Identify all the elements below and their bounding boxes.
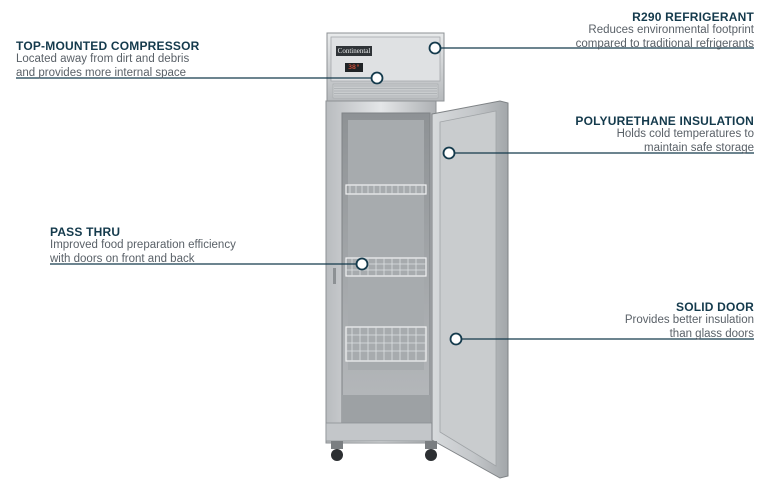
marker-door	[449, 332, 463, 346]
marker-passthru	[355, 257, 369, 271]
brand-nameplate: Continental	[337, 47, 371, 55]
callout-title: R290 REFRIGERANT	[632, 10, 754, 24]
callout-description: Holds cold temperatures to maintain safe…	[616, 128, 754, 154]
leader-lines	[16, 47, 754, 340]
callout-description: Provides better insulation than glass do…	[624, 314, 754, 340]
callout-title: TOP-MOUNTED COMPRESSOR	[16, 39, 200, 53]
temperature-display: 38°	[348, 63, 360, 71]
callout-refrigerant: R290 REFRIGERANT Reduces environmental f…	[454, 10, 754, 51]
callout-description: Located away from dirt and debris and pr…	[16, 53, 190, 79]
callout-passthru: PASS THRU Improved food preparation effi…	[50, 225, 350, 266]
cabinet	[325, 100, 437, 444]
callout-title: PASS THRU	[50, 225, 121, 239]
callout-description: Improved food preparation efficiency wit…	[50, 239, 236, 265]
marker-compressor	[370, 71, 384, 85]
callout-markers	[355, 41, 463, 346]
casters	[331, 441, 437, 461]
callout-door: SOLID DOOR Provides better insulation th…	[454, 300, 754, 341]
marker-insulation	[442, 146, 456, 160]
callout-description: Reduces environmental footprint compared…	[575, 24, 754, 50]
callout-compressor: TOP-MOUNTED COMPRESSOR Located away from…	[16, 39, 316, 80]
compressor-housing	[326, 32, 445, 102]
wire-shelves	[345, 184, 427, 362]
open-door	[333, 100, 509, 479]
callout-title: POLYURETHANE INSULATION	[575, 114, 754, 128]
marker-refrigerant	[428, 41, 442, 55]
callout-insulation: POLYURETHANE INSULATION Holds cold tempe…	[454, 114, 754, 155]
callout-title: SOLID DOOR	[675, 300, 754, 314]
